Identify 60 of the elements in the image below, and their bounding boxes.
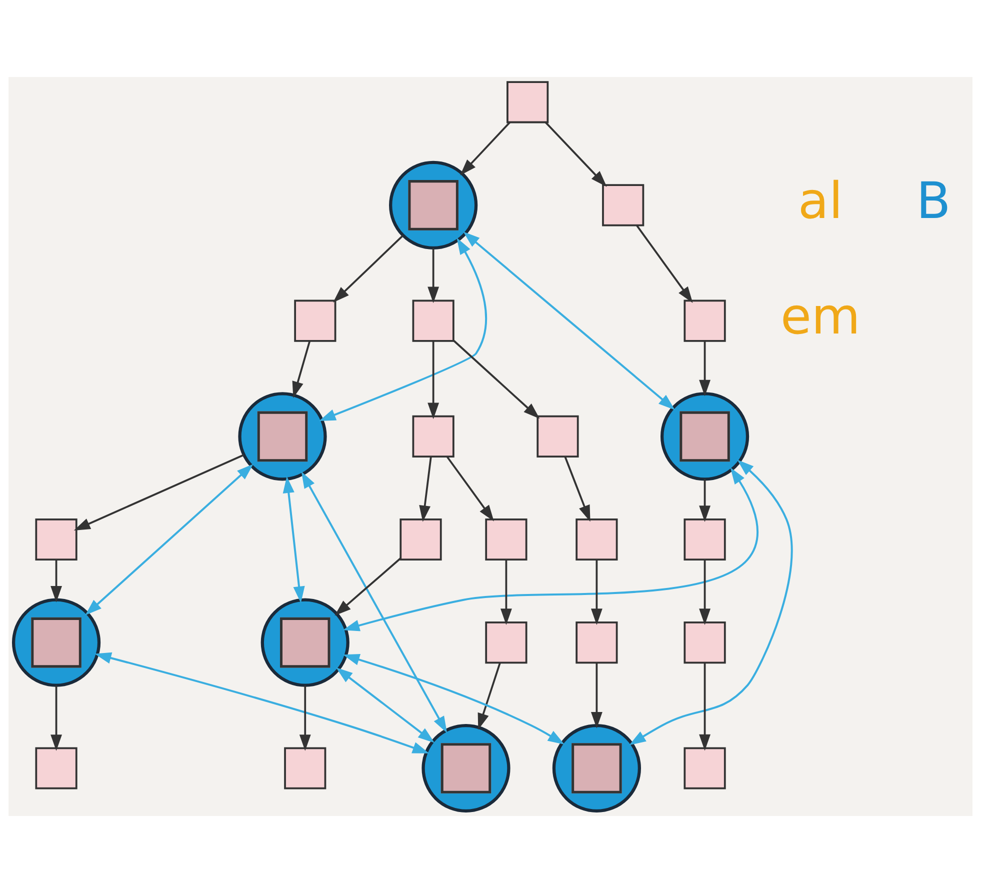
arrow (292, 341, 311, 398)
arrow (50, 560, 62, 602)
arrow (342, 654, 564, 745)
arrow (319, 238, 488, 421)
label: em (780, 286, 860, 346)
arrow (50, 686, 62, 751)
node-circle (660, 392, 750, 481)
arrow (544, 122, 607, 187)
arrow (428, 341, 440, 420)
arrow (699, 663, 711, 751)
node-box (684, 518, 726, 561)
node-box (485, 622, 528, 664)
node-box (400, 518, 442, 561)
node-circle (552, 724, 641, 813)
arrow (74, 454, 244, 530)
node-circle (389, 160, 478, 250)
arrow (419, 456, 432, 522)
arrow (460, 122, 511, 176)
arrow (463, 232, 675, 410)
arrow (699, 560, 711, 625)
node-box (412, 300, 454, 342)
arrow (301, 472, 448, 733)
node-box (412, 415, 454, 458)
arrow (342, 468, 758, 632)
arrow (336, 668, 435, 743)
arrow (282, 476, 305, 604)
node-box (284, 747, 326, 790)
node-box (684, 747, 726, 790)
node-box (35, 518, 78, 561)
arrow (564, 456, 590, 522)
arrow (699, 341, 711, 396)
arrow (333, 234, 404, 302)
arrow (453, 340, 540, 419)
node-box (294, 300, 336, 342)
arrow (446, 456, 494, 522)
node-box (684, 300, 726, 342)
arrow (699, 479, 711, 522)
node-box (602, 184, 644, 226)
node-box (536, 415, 579, 458)
node-circle (260, 598, 350, 687)
arrow (629, 460, 793, 746)
node-box (35, 747, 78, 790)
node-circle (422, 724, 510, 813)
arrow (478, 662, 501, 730)
arrow (94, 652, 430, 754)
arrow (299, 686, 311, 751)
arrow (85, 464, 254, 616)
arrow (636, 225, 693, 303)
arrow (428, 248, 440, 304)
node-box (576, 622, 618, 664)
label: al (798, 170, 843, 230)
node-box (485, 518, 528, 561)
arrow (590, 663, 602, 728)
node-box (576, 518, 618, 561)
arrow (590, 560, 602, 625)
node-box (506, 81, 549, 124)
label: B (916, 170, 951, 230)
arrow (334, 558, 402, 616)
node-box (684, 622, 726, 664)
arrow (500, 560, 512, 625)
